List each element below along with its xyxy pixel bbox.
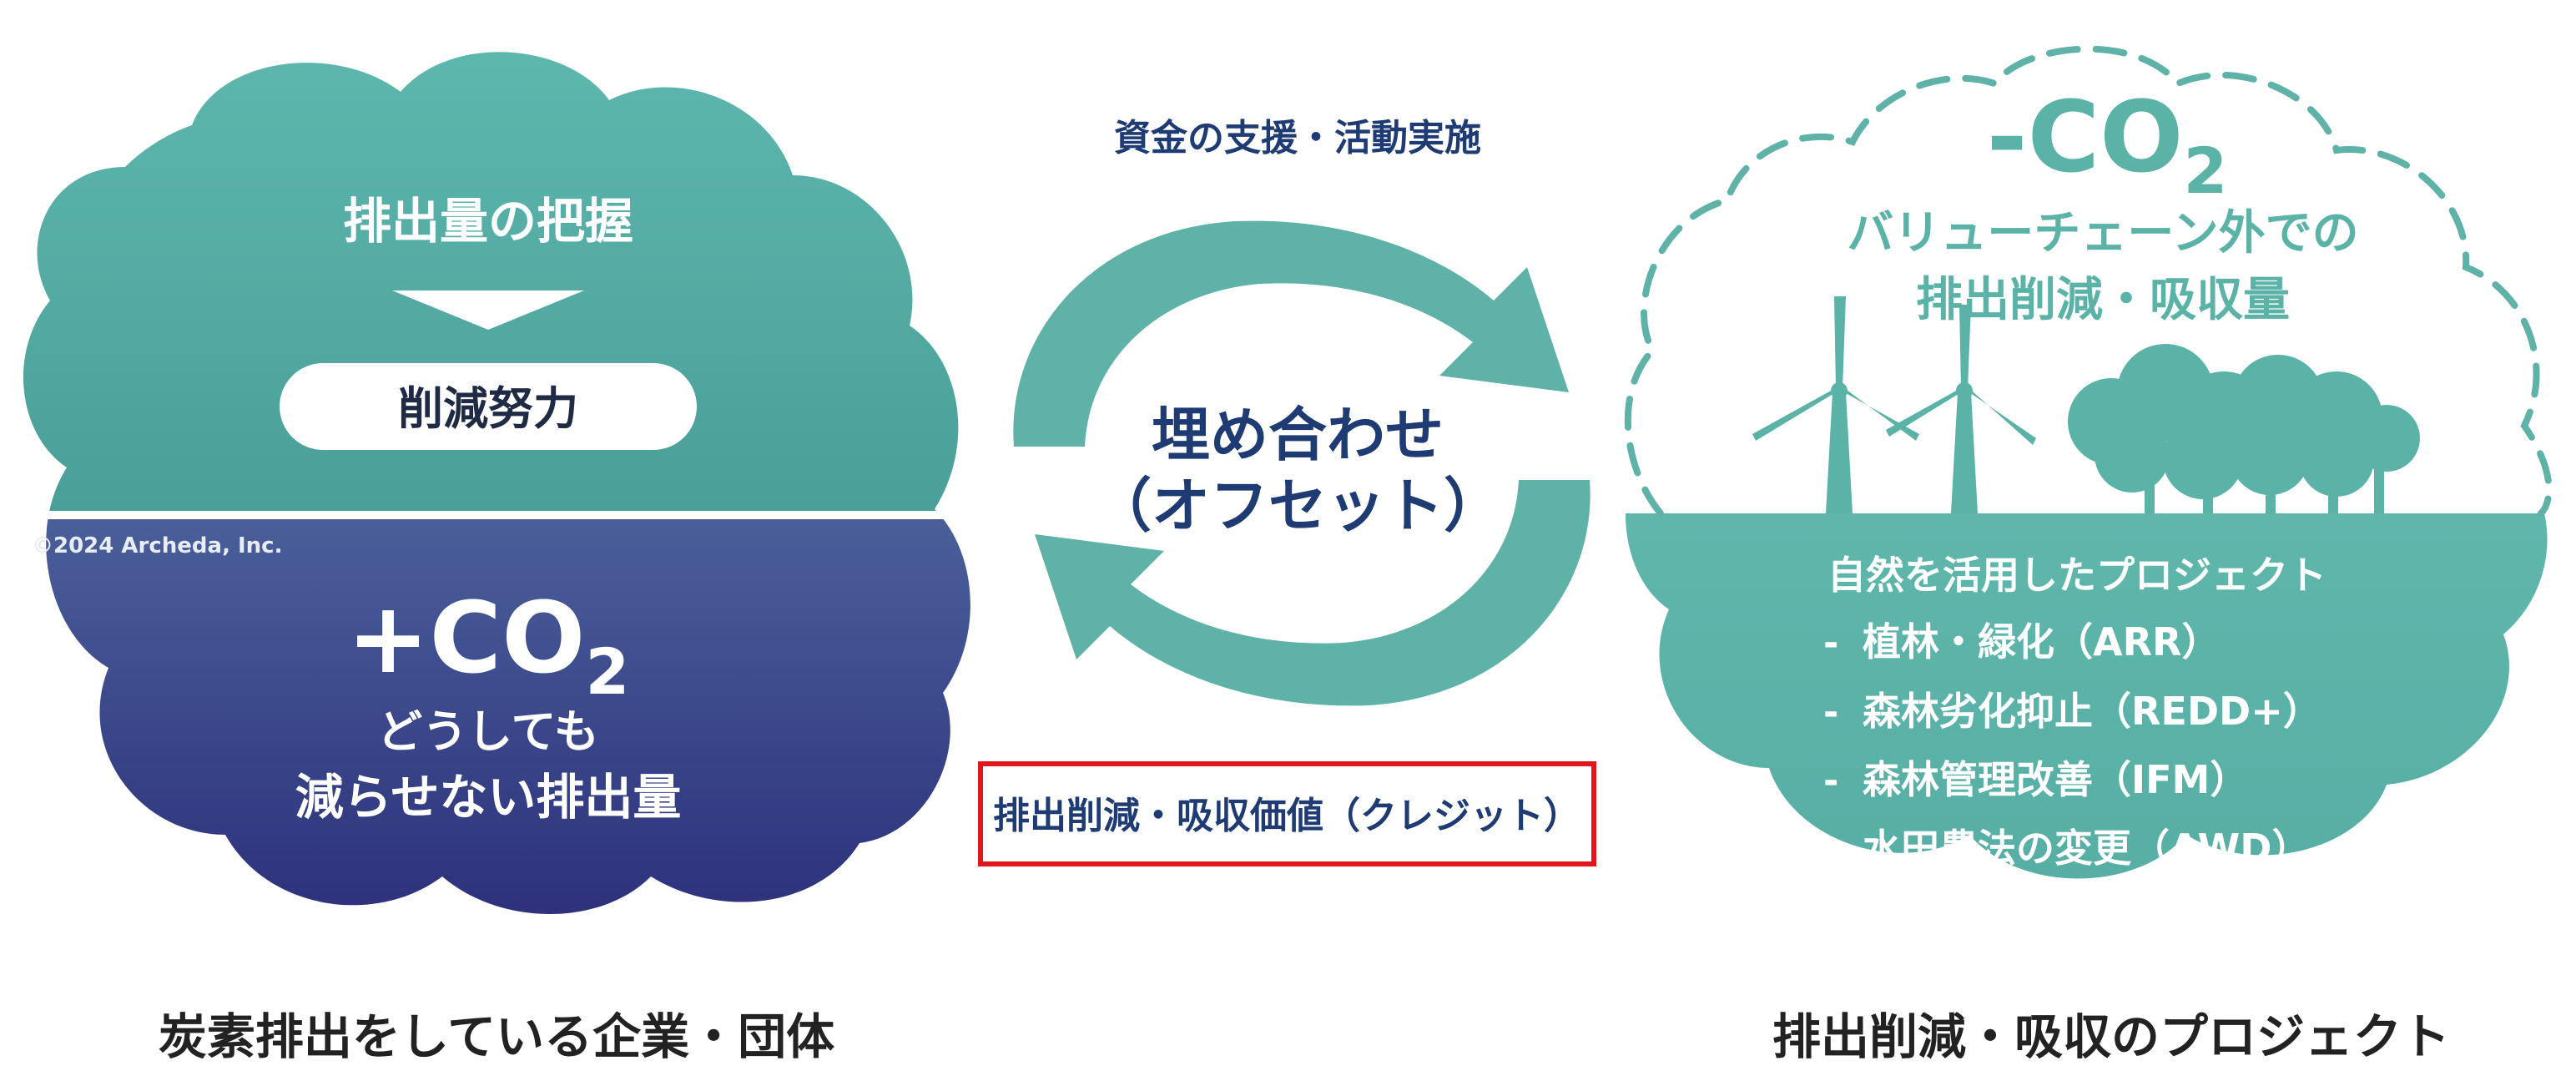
step-emission-tracking: 排出量の把握 xyxy=(343,193,633,250)
step-reduction-effort: 削減努力 xyxy=(398,382,578,435)
right-cloud: -CO2 バリューチェーン外での 排出削減・吸収量 xyxy=(1624,45,2553,879)
unavoidable-desc-line2: 減らせない排出量 xyxy=(295,769,682,826)
credit-value-label: 排出削減・吸収価値（クレジット） xyxy=(993,795,1580,837)
reduction-effort-pill xyxy=(280,363,697,450)
list-bullet: - xyxy=(1823,622,1838,664)
list-item: 森林管理改善（IFM） xyxy=(1863,757,2248,802)
list-item: 森林劣化抑止（REDD+） xyxy=(1863,689,2321,734)
nature-projects-title: 自然を活用したプロジェクト xyxy=(1827,553,2326,598)
offset-title-line2: （オフセット） xyxy=(1093,472,1502,540)
unavoidable-desc-line1: どうしても xyxy=(377,705,599,758)
plus-co2-label: +CO2 xyxy=(347,580,630,709)
list-bullet: - xyxy=(1823,828,1838,871)
right-cloud-dashed-outline xyxy=(1624,45,2553,517)
cycle-arrows-icon xyxy=(1013,220,1590,706)
offset-title-line1: 埋め合わせ xyxy=(1152,401,1444,469)
left-cloud: 排出量の把握 削減努力 ©2024 Archeda, Inc. +CO2 どうし… xyxy=(23,52,970,915)
list-item: 植林・緑化（ARR） xyxy=(1863,619,2220,664)
wind-turbine-icon xyxy=(1752,296,2036,513)
tree-cluster-icon xyxy=(2068,344,2420,513)
minus-co2-label: -CO2 xyxy=(1987,79,2228,208)
copyright-notice: ©2024 Archeda, Inc. xyxy=(32,533,282,558)
outside-value-chain-line2: 排出削減・吸収量 xyxy=(1916,273,2290,327)
list-item: 水田農法の変更（AWD） xyxy=(1863,826,2310,871)
outside-value-chain-line1: バリューチェーン外での xyxy=(1847,206,2358,260)
right-caption: 排出削減・吸収のプロジェクト xyxy=(1772,1008,2450,1065)
down-arrow-icon xyxy=(392,290,584,330)
list-bullet: - xyxy=(1823,760,1838,802)
funding-support-label: 資金の支援・活動実施 xyxy=(1114,117,1481,159)
project-list: - 植林・緑化（ARR） - 森林劣化抑止（REDD+） - 森林管理改善（IF… xyxy=(1823,619,2321,871)
center-cycle: 資金の支援・活動実施 埋め合わせ （オフセット） 排出削減・吸収価値（クレジット… xyxy=(978,117,1596,866)
credit-highlight-box xyxy=(978,761,1596,866)
list-bullet: - xyxy=(1823,691,1838,734)
left-caption: 炭素排出をしている企業・団体 xyxy=(159,1008,834,1065)
